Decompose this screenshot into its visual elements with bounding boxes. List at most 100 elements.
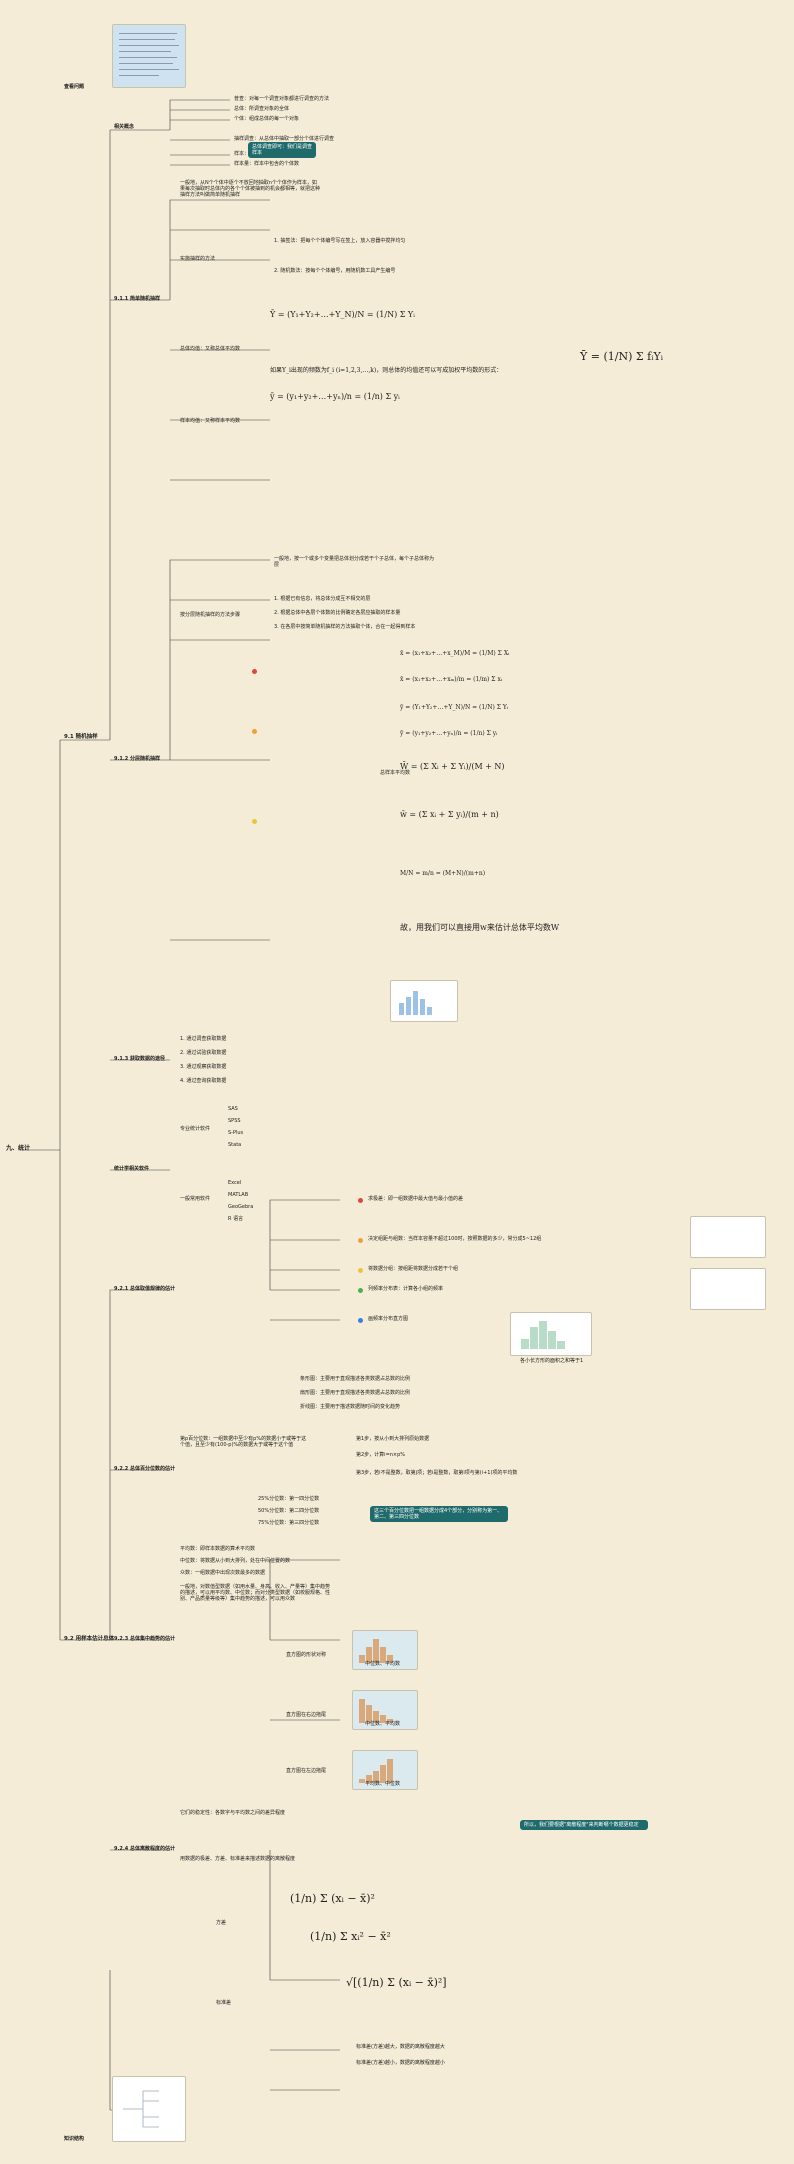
thumbnail-chart (521, 1321, 565, 1349)
freq-step: 求极差：即一组数据中最大值与最小值的差 (368, 1196, 464, 1202)
variance-label: 方差 (216, 1920, 227, 1926)
central-note: 一般地，对数值型数据（如用水量、身高、收入、产量等）集中趋势的描述，可以用平均数… (180, 1584, 331, 1602)
freq-step: 列频率分布表：计算各小组的频率 (368, 1286, 444, 1292)
topic-view-question[interactable]: 查看问题 (64, 84, 85, 90)
strat-chart-thumbnail (390, 980, 458, 1022)
std-formula: √[(1/n) Σ (xᵢ − x̄)²] (346, 1976, 447, 1989)
topic-percentile[interactable]: 9.2.2 总体百分位数的估计 (114, 1466, 175, 1472)
topic-concepts[interactable]: 相关概念 (114, 124, 135, 130)
strat-method: 按分层随机抽样的方法步骤 (180, 612, 241, 618)
strat-step: 3. 在各层中按简单随机抽样的方法抽取个体，合在一起得到样本 (274, 624, 416, 630)
shape-label: 中位数、平均数 (365, 1721, 401, 1727)
percentile-step: 第2步，计算i=n×p% (356, 1452, 406, 1458)
freq-thumbnail-b (690, 1268, 766, 1310)
software-item: GeoGebra (228, 1204, 254, 1210)
topic-freq-distribution[interactable]: 9.2.1 总体取值规律的估计 (114, 1286, 175, 1292)
right-skew-hist (359, 1699, 393, 1723)
strat-formula-x-sample: x̄ = (x₁+x₂+…+xₘ)/m = (1/m) Σ xᵢ (400, 676, 503, 683)
quartile: 25%分位数：第一四分位数 (258, 1496, 320, 1502)
srs-sample-mean-title: 样本均值：又称样本平均数 (180, 418, 241, 424)
topic-stratified[interactable]: 9.1.2 分层随机抽样 (114, 756, 160, 762)
stability-note: 它们的稳定性：各数字与平均数之间的差异程度 (180, 1810, 286, 1816)
percentile-defn: 第p百分位数：一组数据中至少有p%的数据小于或等于这个值，且至少有(100-p)… (180, 1436, 307, 1448)
pop-mean-formula: Ȳ = (Y₁+Y₂+…+Y_N)/N = (1/N) Σ Yᵢ (270, 310, 415, 319)
graph-type: 折线图：主要用于描述数据随时间的变化趋势 (300, 1404, 401, 1410)
software-group: 专业统计软件 (180, 1126, 211, 1132)
freq-step: 决定组距与组数：当样本容量不超过100时，按照数据的多少，常分成5~12组 (368, 1236, 542, 1242)
pooled-formula: W̄ = (Σ Xᵢ + Σ Yᵢ)/(M + N) (400, 762, 505, 771)
software-item: R 语言 (228, 1216, 244, 1222)
concept-item: 抽样调查：从总体中抽取一部分个体进行调查 (234, 136, 335, 142)
variance-alt-formula: (1/n) Σ xᵢ² − x̄² (310, 1930, 391, 1943)
srs-pop-mean-title: 总体均值：又称总体平均数 (180, 346, 241, 352)
histogram-note: 各小长方形的面积之和等于1 (520, 1358, 584, 1364)
topic-central-tendency[interactable]: 9.2.3 总体集中趋势的估计 (114, 1636, 175, 1642)
weighted-note: 如果Y_i出现的频数为f_i (i=1,2,3,…,k)，则总体的均值还可以写成… (270, 367, 503, 374)
strat-formula-y-sample: ȳ = (y₁+y₂+…+yₙ)/n = (1/n) Σ yᵢ (400, 730, 498, 737)
dispersion-defn: 用数据的极差、方差、标准差来描述数据的离散程度 (180, 1856, 296, 1862)
strat-conclusion: 故，用我们可以直接用w来估计总体平均数W (400, 923, 560, 932)
symmetric-hist (359, 1639, 393, 1663)
data-source-item: 1. 通过调查获取数据 (180, 1036, 227, 1042)
topic-simple-random[interactable]: 9.1.1 简单随机抽样 (114, 296, 160, 302)
notes-thumbnail (112, 24, 186, 88)
freq-thumbnail-a (690, 1216, 766, 1258)
srs-lottery: 1. 抽签法：把每个个体编号写在签上，放入容器中搅拌均匀 (274, 238, 406, 244)
pooled-sample-formula: w̄ = (Σ xᵢ + Σ yᵢ)/(m + n) (400, 810, 499, 819)
central-item: 众数：一组数据中出现次数最多的数据 (180, 1570, 266, 1576)
branch-sampling[interactable]: 9.1 随机抽样 (64, 734, 98, 740)
graph-type: 扇形图：主要用于直观描述各类数据占总数的比例 (300, 1390, 411, 1396)
shape-title: 直方图在右边拖尾 (286, 1712, 327, 1718)
topic-dispersion[interactable]: 9.2.4 总体离散程度的估计 (114, 1846, 175, 1852)
percentile-step: 第1步，按从小到大排列原始数据 (356, 1436, 430, 1442)
shape-thumbnail: 中位数、平均数 (352, 1690, 418, 1730)
concept-item: 样本量：样本中包含的个体数 (234, 161, 300, 167)
srs-definition: 一般地，从N个个体中逐个不放回地抽取n个个体作为样本，如果每次抽取时总体内的各个… (180, 180, 321, 198)
shape-title: 直方图的形状对称 (286, 1652, 327, 1658)
software-item: Stata (228, 1142, 242, 1148)
summary-map (123, 2090, 159, 2128)
variance-formula: (1/n) Σ (xᵢ − x̄)² (290, 1892, 375, 1905)
strat-formula-y: ȳ = (Y₁+Y₂+…+Y_N)/N = (1/N) Σ Yᵢ (400, 704, 509, 711)
shape-thumbnail: 平均数、中位数 (352, 1750, 418, 1790)
shape-label: 中位数、平均数 (365, 1661, 401, 1667)
left-skew-hist (359, 1759, 393, 1783)
concept-item: 总体：所调查对象的全体 (234, 106, 290, 112)
software-item: MATLAB (228, 1192, 249, 1198)
marker-dot (358, 1238, 363, 1243)
data-source-item: 4. 通过查询获取数据 (180, 1078, 227, 1084)
data-source-item: 3. 通过观察获取数据 (180, 1064, 227, 1070)
concept-callout: 总体调查即可：我们是调查样本 (248, 142, 316, 158)
software-item: Excel (228, 1180, 242, 1186)
thumbnail-chart (399, 991, 432, 1015)
data-source-item: 2. 通过试验获取数据 (180, 1050, 227, 1056)
root-topic[interactable]: 九、统计 (6, 1145, 31, 1152)
concept-item: 个体：组成总体的每一个对象 (234, 116, 300, 122)
quartile: 75%分位数：第三四分位数 (258, 1520, 320, 1526)
marker-dot (252, 729, 257, 734)
shape-label: 平均数、中位数 (365, 1781, 401, 1787)
central-item: 中位数：将数据从小到大排列，处在中间位置的数 (180, 1558, 291, 1564)
strat-pooled: 总样本平均数 (380, 770, 411, 776)
footer-structure[interactable]: 知识结构 (64, 2136, 85, 2142)
topic-data-sources[interactable]: 9.1.3 获取数据的途径 (114, 1056, 165, 1062)
shape-title: 直方图在左边拖尾 (286, 1768, 327, 1774)
srs-random-number: 2. 随机数法：按每个个体编号，用随机数工具产生编号 (274, 268, 396, 274)
strat-step: 1. 根据已有信息，将总体分成互不相交的层 (274, 596, 371, 602)
quartile: 50%分位数：第二四分位数 (258, 1508, 320, 1514)
software-item: SPSS (228, 1118, 241, 1124)
topic-software[interactable]: 统计学相关软件 (114, 1166, 150, 1172)
software-item: SAS (228, 1106, 238, 1112)
marker-dot (252, 819, 257, 824)
srs-methods-title: 实施抽样的方法 (180, 256, 216, 262)
software-group: 一般常用软件 (180, 1196, 211, 1202)
dispersion-rule: 标准差(方差)越小，数据的离散程度越小 (356, 2060, 445, 2066)
weighted-mean-formula: Ȳ = (1/N) Σ fᵢYᵢ (580, 350, 663, 363)
marker-dot (252, 669, 257, 674)
stability-callout: 所以，我们要根据"离散程度"来判断哪个数据更稳定 (520, 1820, 648, 1830)
strat-formula-x: x̄ = (x₁+x₂+…+x_M)/M = (1/M) Σ Xᵢ (400, 650, 510, 657)
shape-thumbnail: 中位数、平均数 (352, 1630, 418, 1670)
branch-estimation[interactable]: 9.2 用样本估计总体 (64, 1636, 115, 1642)
percentile-step: 第3步，若i不是整数，取第j项；若i是整数，取第i项与第(i+1)项的平均数 (356, 1470, 518, 1476)
